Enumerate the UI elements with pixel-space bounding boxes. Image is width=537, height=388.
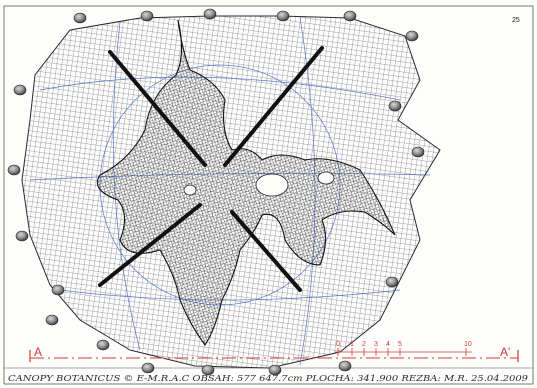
anchor-sphere-icon <box>201 364 215 376</box>
core-openings <box>183 171 335 197</box>
anchor-spheres <box>7 8 425 376</box>
anchor-sphere-icon <box>268 364 282 376</box>
scale-label: 10 <box>464 341 472 348</box>
section-mark-left: A <box>34 345 42 359</box>
section-mark-right: A' <box>500 345 510 359</box>
anchor-sphere-icon <box>388 100 402 112</box>
sheet-frame <box>3 5 534 385</box>
anchor-sphere-icon <box>141 362 155 374</box>
scale-label: 4 <box>386 341 390 348</box>
scale-label: 0 <box>336 341 340 348</box>
anchor-sphere-icon <box>96 339 110 351</box>
section-line: A A' <box>29 345 519 362</box>
anchor-sphere-icon <box>15 230 29 242</box>
anchor-sphere-icon <box>411 146 425 158</box>
anchor-sphere-icon <box>13 84 27 96</box>
anchor-sphere-icon <box>276 10 290 22</box>
anchor-sphere-icon <box>45 314 59 326</box>
anchor-sphere-icon <box>203 8 217 20</box>
scale-label: 2 <box>362 341 366 348</box>
scale-label: 1 <box>350 341 354 348</box>
title-block-text: CANOPY BOTANICUS © E-M.R.A.C OBSAH: 577 … <box>8 373 528 383</box>
anchor-sphere-icon <box>7 164 21 176</box>
scale-label: 5 <box>398 341 402 348</box>
anchor-sphere-icon <box>338 360 352 372</box>
anchor-sphere-icon <box>343 10 357 22</box>
scale-label: 3 <box>374 341 378 348</box>
anchor-sphere-icon <box>73 12 87 24</box>
support-rod <box>223 46 324 167</box>
page-number: 25 <box>512 17 520 24</box>
scale-bar: 0 1 2 3 4 5 10 <box>335 341 472 356</box>
canopy-core-sculpture <box>96 19 396 346</box>
anchor-sphere-icon <box>405 30 419 42</box>
anchor-sphere-icon <box>385 276 399 288</box>
anchor-sphere-icon <box>51 284 65 296</box>
anchor-sphere-icon <box>140 10 154 22</box>
